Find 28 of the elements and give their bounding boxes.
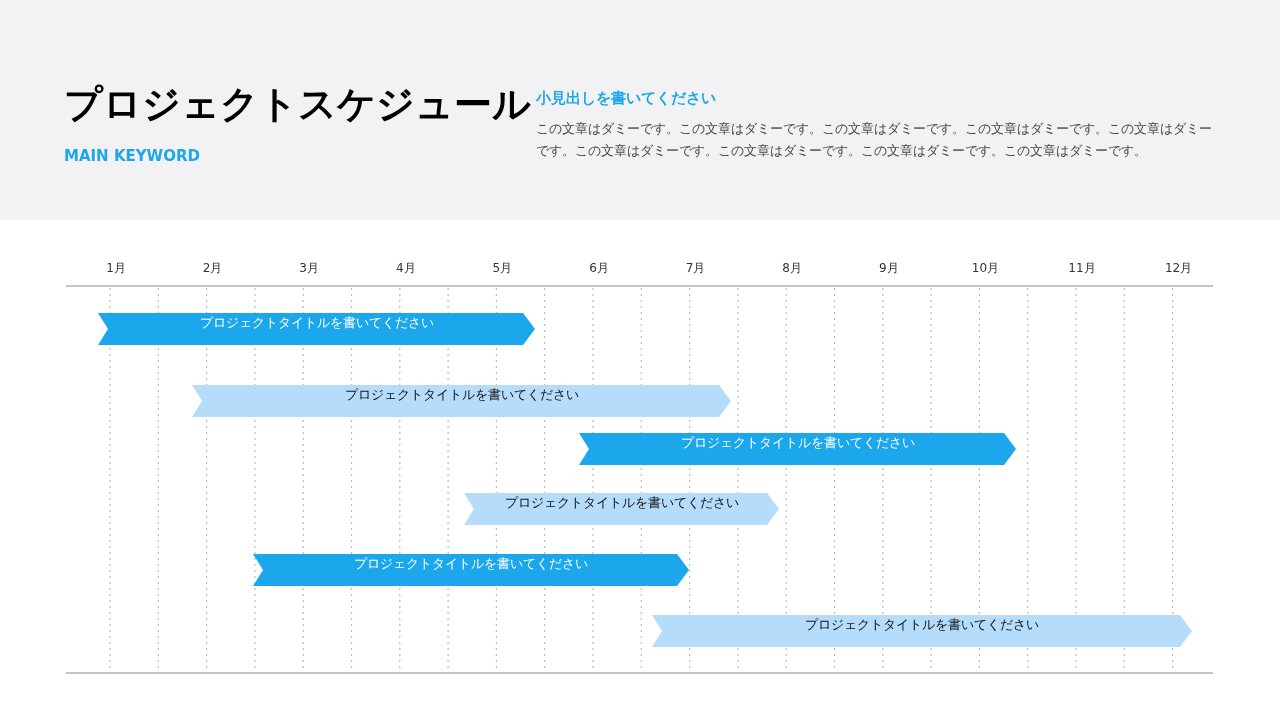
chevron-bar [253,554,689,586]
bar-label: プロジェクトタイトルを書いてください [805,615,1039,634]
month-label: 1月 [106,260,126,277]
keyword-text: MAIN KEYWORD [64,146,200,166]
month-label: 6月 [589,260,609,277]
month-label: 9月 [879,260,899,277]
chevron-bar [652,615,1192,647]
month-label: 2月 [202,260,223,277]
bar-label: プロジェクトタイトルを書いてください [199,313,434,332]
bar-label: プロジェクトタイトルを書いてください [504,493,739,512]
chevron-bar [464,493,779,525]
month-label: 11月 [1068,260,1096,277]
bar-label: プロジェクトタイトルを書いてください [680,433,915,452]
month-label: 7月 [685,260,706,277]
month-label: 4月 [396,260,416,277]
month-label: 3月 [299,260,319,277]
chevron-bar [579,433,1016,465]
body-text: この文章はダミーです。この文章はダミーです。この文章はダミーです。この文章はダミーです。この文章はダミーです。この文章はダミーです。この文章はダミーです。この文章はダミーです。この文章はダミーです。 [536,120,1213,160]
bar-label: プロジェクトタイトルを書いてください [344,385,579,404]
month-label: 5月 [492,260,513,277]
month-label: 10月 [971,260,1000,277]
month-label: 12月 [1164,260,1193,277]
subheading: 小見出しを書いてください [536,88,716,108]
bar-label: プロジェクトタイトルを書いてください [354,554,588,573]
page-title: プロジェクトスケジュール [64,81,531,128]
chevron-bar [98,313,535,345]
month-label: 8月 [782,260,802,277]
chevron-bar [192,385,731,417]
